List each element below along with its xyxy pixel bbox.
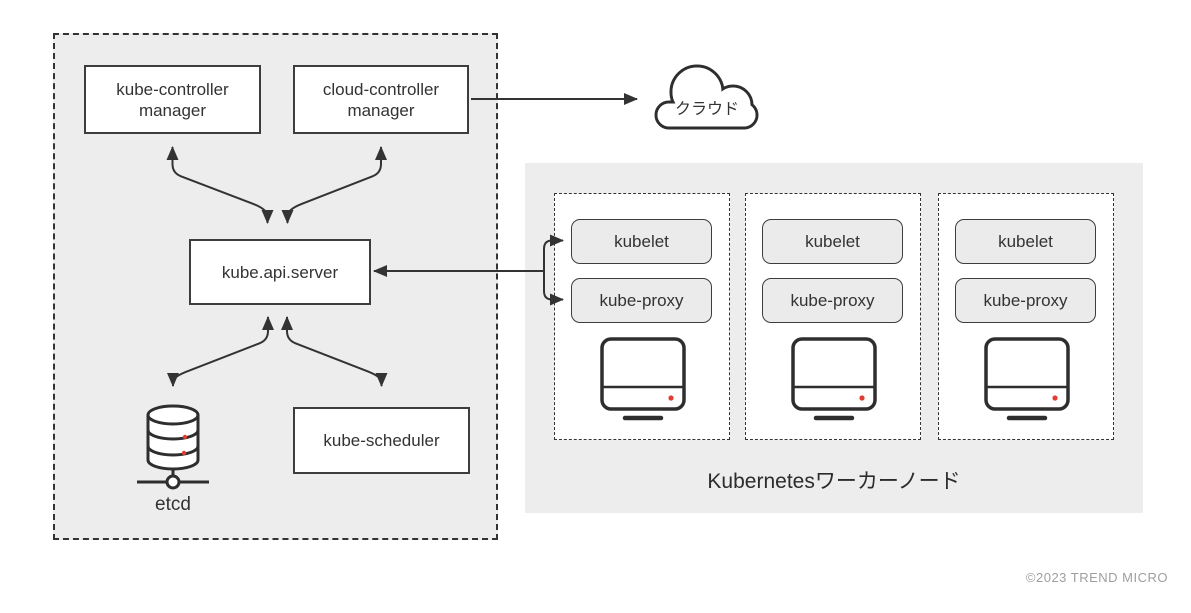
monitor-icon — [791, 337, 877, 421]
worker-nodes-panel: kubelet kube-proxy kubelet kube-proxy — [525, 163, 1143, 513]
kubelet-label: kubelet — [998, 231, 1053, 251]
kubelet-box: kubelet — [571, 219, 712, 264]
kube-api-server-label: kube.api.server — [221, 262, 339, 282]
etcd-dot-1 — [182, 434, 188, 440]
power-led-dot — [1052, 395, 1058, 401]
etcd-dot-2 — [181, 450, 187, 456]
worker-node-2: kubelet kube-proxy — [745, 193, 921, 440]
kube-controller-manager-label-line1: kube-controller — [116, 79, 229, 99]
kube-proxy-label: kube-proxy — [599, 290, 684, 310]
worker-node-1: kubelet kube-proxy — [554, 193, 730, 440]
kube-scheduler-label: kube-scheduler — [323, 431, 440, 450]
kube-proxy-label: kube-proxy — [983, 290, 1068, 310]
power-led-dot — [668, 395, 674, 401]
worker-node-3: kubelet kube-proxy — [938, 193, 1114, 440]
kube-proxy-label: kube-proxy — [790, 290, 875, 310]
kube-proxy-box: kube-proxy — [955, 278, 1096, 323]
kubelet-box: kubelet — [762, 219, 903, 264]
worker-nodes-title: Kubernetesワーカーノード — [707, 470, 961, 493]
etcd-label: etcd — [155, 494, 191, 515]
kube-scheduler-box: kube-scheduler — [293, 407, 470, 474]
copyright-text: ©2023 TREND MICRO — [1025, 570, 1168, 585]
monitor-icon — [984, 337, 1070, 421]
cloud-label: クラウド — [675, 100, 739, 118]
kubelet-box: kubelet — [955, 219, 1096, 264]
kube-api-server-box: kube.api.server — [189, 239, 371, 305]
kube-proxy-box: kube-proxy — [571, 278, 712, 323]
power-led-dot — [859, 395, 865, 401]
etcd-database-icon — [137, 404, 209, 490]
monitor-icon — [600, 337, 686, 421]
kubelet-label: kubelet — [614, 231, 669, 251]
cloud-icon: クラウド — [654, 64, 759, 130]
kube-controller-manager-label-line2: manager — [138, 100, 207, 120]
kube-proxy-box: kube-proxy — [762, 278, 903, 323]
cloud-controller-manager-label-line2: manager — [347, 100, 415, 120]
cloud-controller-manager-box: cloud-controller manager — [293, 65, 469, 134]
kubelet-label: kubelet — [805, 231, 860, 251]
cloud-controller-manager-label-line1: cloud-controller — [322, 79, 440, 99]
kube-controller-manager-box: kube-controller manager — [84, 65, 261, 134]
